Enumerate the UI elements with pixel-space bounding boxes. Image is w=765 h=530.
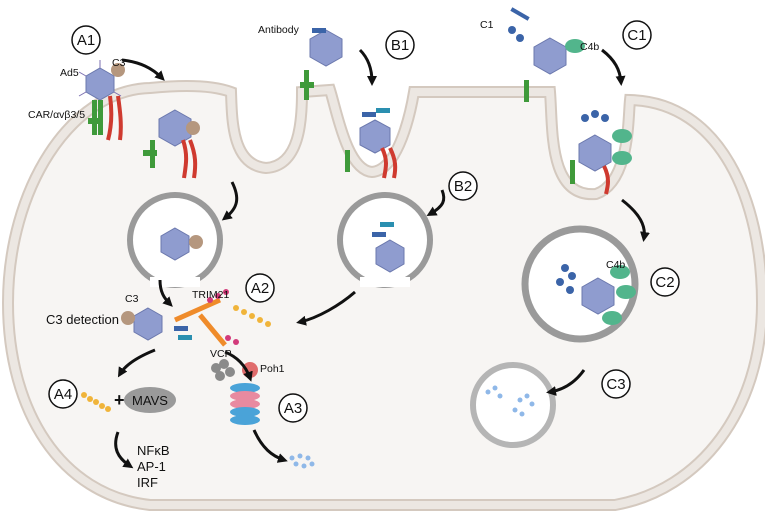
antibody-virus-outside — [300, 28, 343, 100]
c3-label-cyto: C3 — [125, 293, 139, 305]
step-labels: A1 B1 C1 B2 A2 C2 A3 A4 C3 — [54, 27, 675, 417]
cell — [1, 79, 765, 511]
plus-sign: + — [114, 390, 125, 410]
c4b-label-vesicle: C4b — [606, 259, 625, 271]
step-a4-circle — [48, 379, 78, 409]
endosome-c — [521, 225, 639, 343]
trim21-ubiquitin — [173, 289, 271, 347]
c4b-label-top: C4b — [580, 41, 599, 53]
complement-virus-outside — [508, 7, 585, 102]
receptor-label: CAR/αvβ3/5 — [28, 109, 85, 121]
ap1-label: AP-1 — [137, 459, 166, 474]
flow-arrows — [114, 48, 650, 469]
irf-label: IRF — [137, 475, 158, 490]
c1-label: C1 — [480, 19, 494, 31]
mavs-oval — [124, 387, 176, 413]
proteasome — [211, 359, 260, 425]
complement-virus-invaginating — [570, 110, 632, 195]
trim21-label: TRIM21 — [192, 289, 230, 301]
ad5-virus-invaginating — [143, 109, 200, 179]
cell-membrane-inner — [3, 81, 765, 509]
cell-membrane — [1, 79, 765, 511]
lysosome-c3 — [470, 362, 556, 448]
step-a1-label: A1 — [77, 32, 95, 49]
car-integrin-receptors — [88, 95, 123, 141]
step-b2-label: B2 — [454, 178, 472, 195]
nfkb-label: NFκB — [137, 443, 170, 458]
step-c3-label: C3 — [606, 376, 625, 393]
step-b1-label: B1 — [391, 37, 409, 54]
degraded-peptides-a — [289, 453, 315, 469]
endosome-b — [337, 192, 433, 288]
c3-label-top: C3 — [112, 57, 126, 69]
ad5-label: Ad5 — [60, 67, 79, 79]
step-a4-label: A4 — [54, 386, 72, 403]
c3-detection-label: C3 detection — [46, 312, 119, 327]
step-a2-label: A2 — [251, 280, 269, 297]
poh1-label: Poh1 — [260, 363, 285, 375]
antibody-virus-invaginating — [345, 108, 398, 179]
step-c2-label: C2 — [655, 274, 674, 291]
step-a2-circle — [245, 273, 275, 303]
step-a3-circle — [278, 393, 308, 423]
step-c1-label: C1 — [627, 27, 646, 44]
mavs-label: MAVS — [132, 393, 168, 408]
step-circles — [48, 20, 680, 423]
endosome-a — [127, 192, 223, 288]
step-c1-circle — [622, 20, 652, 50]
antibody-label: Antibody — [258, 24, 300, 36]
step-c3-circle — [601, 369, 631, 399]
virus-cytosol-a2 — [121, 307, 163, 341]
vcp-label: VCP — [210, 348, 232, 360]
step-c2-circle — [650, 267, 680, 297]
ubiquitin-chain-a4 — [81, 392, 111, 412]
step-a3-label: A3 — [284, 400, 302, 417]
step-a1-circle — [71, 25, 101, 55]
step-b2-circle — [448, 171, 478, 201]
step-b1-circle — [385, 30, 415, 60]
